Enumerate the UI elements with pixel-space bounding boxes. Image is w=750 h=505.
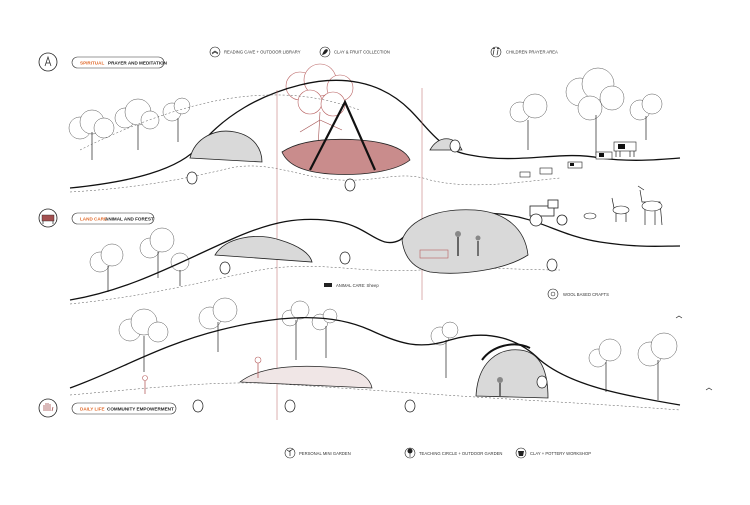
prayer-pavilion-floor bbox=[281, 138, 411, 175]
spiritual-category: SPIRITUAL bbox=[80, 60, 104, 65]
layer1-trees-right bbox=[509, 67, 663, 155]
feature-label: TEACHING CIRCLE + OUTDOOR GARDEN bbox=[419, 451, 502, 456]
dailylife-title: COMMUNITY EMPOWERMENT bbox=[107, 406, 174, 411]
layer1-highlight-tree bbox=[285, 63, 354, 149]
feature-animal-care: ANIMAL CARE: Sheep bbox=[324, 283, 379, 288]
dailylife-category: DAILY LIFE bbox=[80, 406, 105, 411]
praying-figure-glyph bbox=[44, 55, 52, 67]
forest-cave bbox=[214, 236, 313, 263]
bird bbox=[675, 315, 683, 319]
garden-figures bbox=[142, 356, 262, 394]
layer3-pods bbox=[192, 375, 548, 413]
layer2-trees bbox=[89, 227, 190, 292]
layer-land-care: LAND CARE ANIMAL AND FOREST bbox=[38, 185, 681, 305]
layer3-trees-right bbox=[588, 332, 678, 400]
layer3-trees-left bbox=[118, 297, 238, 372]
spiritual-title: PRAYER AND MEDITATION bbox=[108, 60, 168, 65]
reading-cave bbox=[189, 130, 263, 163]
layer1-trees-left bbox=[68, 97, 191, 160]
feature-label: WOOL BASED CRAFTS bbox=[563, 292, 609, 297]
feature-clay-fruit: CLAY & FRUIT COLLECTION bbox=[319, 46, 390, 58]
feature-wool-crafts: WOOL BASED CRAFTS bbox=[547, 288, 609, 300]
dailylife-badge: DAILY LIFE COMMUNITY EMPOWERMENT bbox=[38, 398, 177, 418]
layer3-terrain bbox=[69, 316, 681, 406]
cave-people bbox=[419, 231, 481, 259]
layer1-pods bbox=[186, 139, 461, 192]
layer-spiritual: SPIRITUAL PRAYER AND MEDITATION READING … bbox=[38, 46, 681, 193]
prayer-arch bbox=[309, 99, 377, 171]
praying-figure-icon bbox=[38, 52, 58, 72]
layer1-cows bbox=[519, 141, 637, 178]
feature-label: PERSONAL MINI GARDEN bbox=[299, 451, 351, 456]
landcare-category: LAND CARE bbox=[80, 216, 107, 221]
feature-label: CHILDREN PRAYER AREA bbox=[506, 50, 558, 55]
feature-label: READING CAVE + OUTDOOR LIBRARY bbox=[224, 50, 301, 55]
children-icon bbox=[490, 46, 502, 58]
personal-mini-garden bbox=[239, 365, 373, 389]
feature-mini-garden: PERSONAL MINI GARDEN bbox=[284, 447, 351, 459]
spiritual-label-pill bbox=[71, 56, 165, 69]
dailylife-label-pill bbox=[71, 402, 177, 415]
animal-care-cave bbox=[401, 209, 529, 274]
feature-pottery-workshop: CLAY + POTTERY WORKSHOP bbox=[515, 447, 591, 459]
feature-label: ANIMAL CARE: Sheep bbox=[336, 283, 379, 288]
feature-reading-cave: READING CAVE + OUTDOOR LIBRARY bbox=[209, 46, 301, 58]
landcare-title: ANIMAL AND FOREST bbox=[105, 216, 154, 221]
layer3-garden-trees bbox=[281, 300, 459, 378]
bird bbox=[705, 387, 713, 391]
feature-label: CLAY & FRUIT COLLECTION bbox=[334, 50, 390, 55]
feature-label: CLAY + POTTERY WORKSHOP bbox=[530, 451, 591, 456]
sheep-icon bbox=[324, 283, 332, 287]
layer-daily-life: DAILY LIFE COMMUNITY EMPOWERMENT bbox=[38, 297, 681, 459]
llamas bbox=[583, 185, 663, 226]
feature-teaching-circle: TEACHING CIRCLE + OUTDOOR GARDEN bbox=[404, 447, 502, 459]
layer2-terrain bbox=[69, 212, 681, 301]
pottery-arch bbox=[481, 343, 531, 361]
yarn-icon bbox=[547, 288, 559, 300]
feature-children-prayer: CHILDREN PRAYER AREA bbox=[490, 46, 558, 58]
tractor bbox=[529, 199, 568, 227]
landcare-badge: LAND CARE ANIMAL AND FOREST bbox=[38, 208, 155, 228]
spiritual-badge: SPIRITUAL PRAYER AND MEDITATION bbox=[38, 52, 168, 72]
landcare-label-pill bbox=[71, 212, 155, 225]
layer2-pods bbox=[219, 251, 558, 275]
